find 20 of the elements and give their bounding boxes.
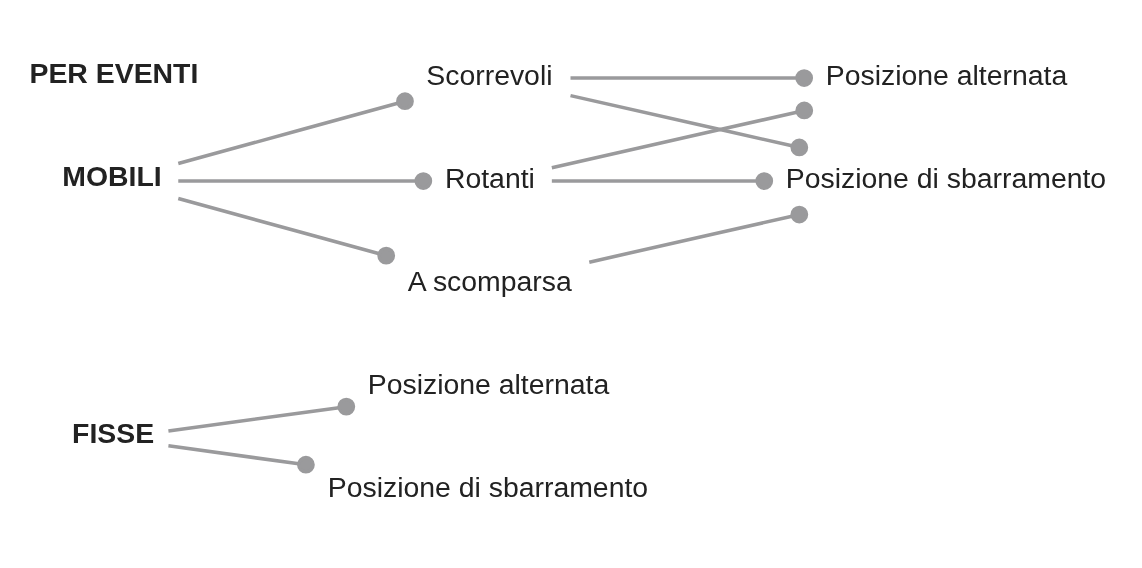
node-text: Scorrevoli	[426, 58, 553, 91]
node-text: Posizione di sbarramento	[327, 470, 649, 503]
connector	[551, 172, 774, 190]
node-text: Posizione di sbarramento	[785, 161, 1107, 194]
node-text: FISSE	[72, 417, 155, 450]
connector	[177, 196, 396, 265]
node-text: Posizione alternata	[367, 367, 610, 400]
node-text: A scomparsa	[407, 264, 572, 297]
node-text: Rotanti	[444, 161, 535, 194]
node-text: MOBILI	[62, 160, 162, 192]
connector	[168, 397, 356, 433]
node-text: Posizione alternata	[825, 58, 1068, 91]
connector	[551, 101, 814, 170]
connector	[588, 205, 809, 264]
connector	[570, 93, 809, 157]
connector	[178, 172, 433, 190]
connector	[177, 92, 414, 166]
connector	[168, 444, 315, 474]
connector	[570, 69, 814, 87]
node-text: PER EVENTI	[29, 57, 199, 90]
